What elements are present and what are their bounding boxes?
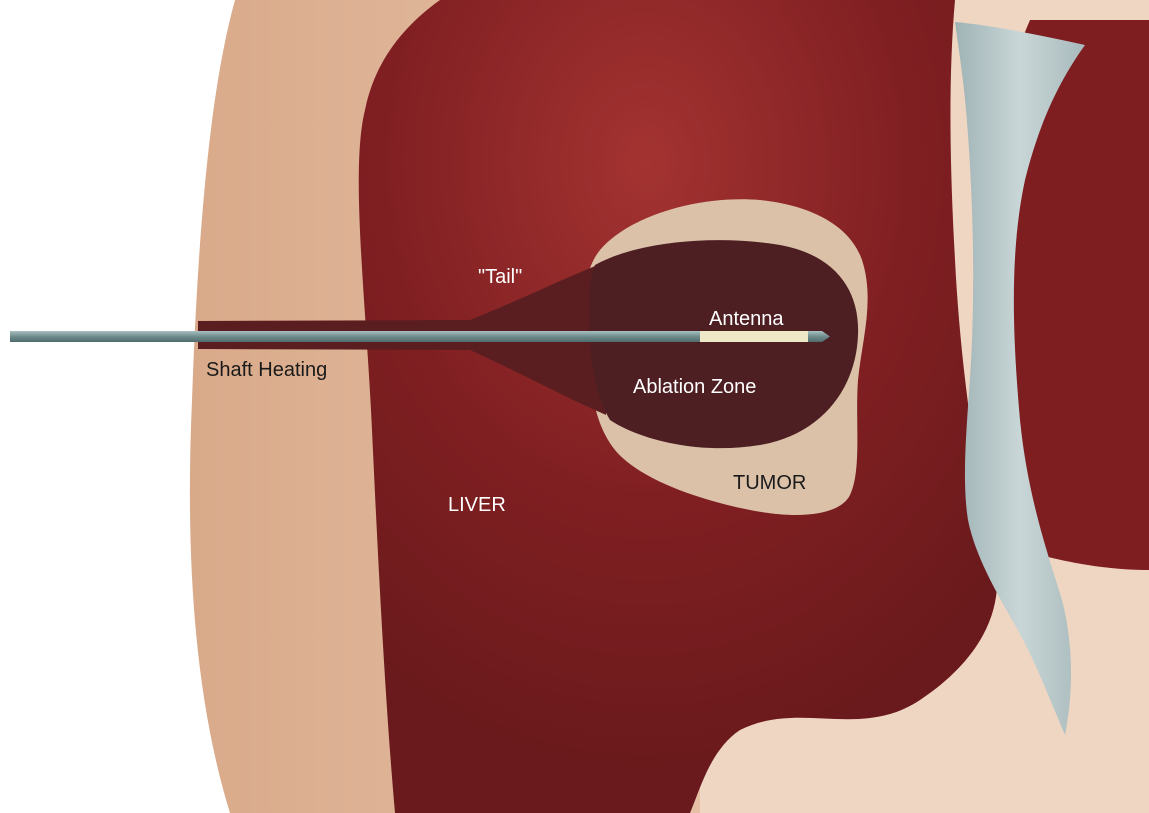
antenna-segment [700,331,808,342]
ablation-zone-label: Ablation Zone [633,377,756,397]
needle-shaft [10,331,705,342]
shaft-heating-label: Shaft Heating [206,360,327,380]
liver-label: LIVER [448,495,506,515]
ablation-zone [590,240,858,448]
antenna-label: Antenna [709,309,784,329]
tumor-label: TUMOR [733,473,806,493]
tail-label: "Tail" [478,267,522,287]
